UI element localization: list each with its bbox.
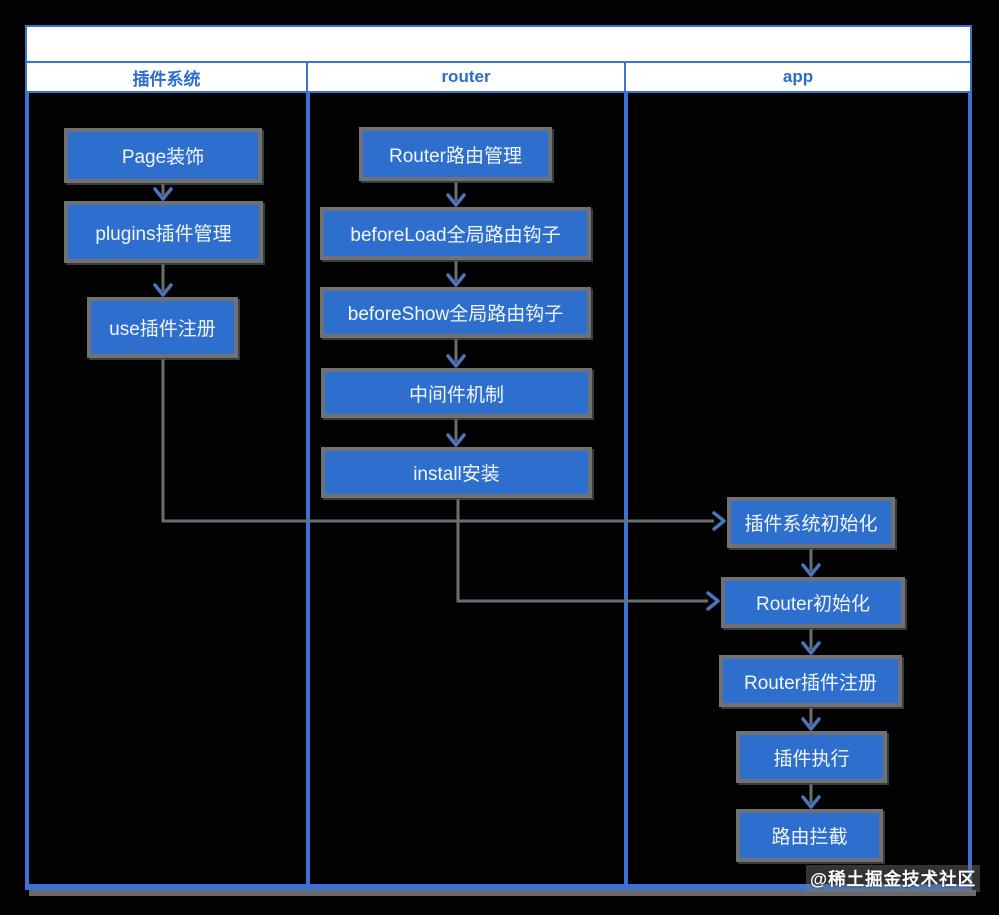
connector-plugininit-to-routerinit [801,549,821,577]
connector-beforeload-to-beforeshow [446,261,466,287]
node-router-plugin-register: Router插件注册 [719,655,902,707]
connector-pluginrun-to-intercept [801,784,821,809]
connector-routerregister-to-pluginrun [801,708,821,731]
node-router-manage: Router路由管理 [359,127,552,181]
node-route-intercept: 路由拦截 [736,809,883,862]
lane-header-row: 插件系统 router app [25,61,972,93]
lane-border-bottom [25,884,972,890]
lane-header-app: app [626,61,972,93]
connector-beforeshow-to-middleware [446,339,466,368]
node-beforeload-hook: beforeLoad全局路由钩子 [320,207,591,260]
connector-plugins-to-use [153,264,173,297]
node-router-init: Router初始化 [721,577,905,628]
node-plugin-run: 插件执行 [736,731,887,783]
diagram-title-bar [25,25,972,63]
connector-middleware-to-install [446,419,466,447]
connector-page-to-plugins [153,184,173,201]
lane-divider-2 [624,93,628,888]
node-beforeshow-hook: beforeShow全局路由钩子 [320,287,591,338]
connector-install-to-routerinit [456,499,720,611]
node-page-decoration: Page装饰 [64,128,262,183]
connector-routermanage-to-beforeload [446,182,466,207]
node-plugins-manage: plugins插件管理 [64,201,263,263]
lane-border-right [968,93,972,888]
lane-header-plugin-system: 插件系统 [25,61,308,93]
connector-routerinit-to-routerregister [801,629,821,655]
lane-header-router: router [308,61,626,93]
node-install: install安装 [321,447,592,498]
lane-border-left [25,93,29,888]
lane-divider-1 [306,93,310,888]
node-plugin-system-init: 插件系统初始化 [727,497,895,548]
node-middleware: 中间件机制 [321,368,592,418]
watermark: @稀土掘金技术社区 [806,865,981,892]
node-use-register: use插件注册 [87,297,238,358]
